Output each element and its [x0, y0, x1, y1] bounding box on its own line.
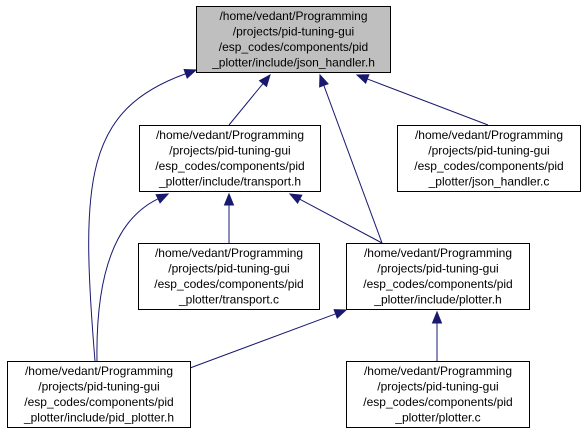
node-json-handler-c-label-line: _plotter/json_handler.c: [428, 175, 550, 189]
node-plotter-c-label-line: /esp_codes/components/pid: [363, 395, 512, 409]
edge-json-handler-c-to-json-handler-h-arrowhead: [355, 74, 370, 85]
node-transport-c[interactable]: /home/vedant/Programming/projects/pid-tu…: [138, 243, 320, 310]
node-transport-c-box[interactable]: [138, 243, 320, 310]
node-pid-plotter-h-label-line: _plotter/include/pid_plotter.h: [23, 411, 174, 425]
edge-pid-plotter-h-to-json-handler-h-line: [88, 73, 186, 362]
node-transport-h-label-line: /home/vedant/Programming: [156, 128, 304, 142]
node-pid-plotter-h[interactable]: /home/vedant/Programming/projects/pid-tu…: [7, 361, 191, 428]
edge-json-handler-c-to-json-handler-h: [355, 74, 489, 126]
edge-transport-h-to-json-handler-h-arrowhead: [258, 73, 271, 88]
node-json-handler-h-label-line: /esp_codes/components/pid: [219, 40, 368, 54]
node-json-handler-h-label-line: _plotter/include/json_handler.h: [211, 56, 375, 70]
edge-pid-plotter-h-to-transport-h: [96, 193, 170, 362]
node-plotter-h-label-line: /projects/pid-tuning-gui: [377, 262, 498, 276]
node-plotter-c[interactable]: /home/vedant/Programming/projects/pid-tu…: [346, 361, 530, 428]
node-json-handler-c-label-line: /esp_codes/components/pid: [414, 159, 563, 173]
edge-pid-plotter-h-to-plotter-h-arrowhead: [333, 309, 348, 319]
node-pid-plotter-h-label-line: /projects/pid-tuning-gui: [38, 380, 159, 394]
node-transport-c-label-line: /home/vedant/Programming: [155, 246, 303, 260]
node-transport-c-label-line: /projects/pid-tuning-gui: [168, 262, 289, 276]
edge-plotter-h-to-transport-h-arrowhead: [288, 193, 303, 205]
nodes-layer: /home/vedant/Programming/projects/pid-tu…: [7, 6, 581, 428]
node-json-handler-c-label-line: /home/vedant/Programming: [415, 128, 563, 142]
node-plotter-h-label-line: /esp_codes/components/pid: [363, 277, 512, 291]
node-plotter-h-box[interactable]: [346, 243, 530, 310]
edges-layer: [88, 68, 489, 369]
node-json-handler-h[interactable]: /home/vedant/Programming/projects/pid-tu…: [196, 6, 391, 73]
edge-transport-c-to-transport-h: [223, 192, 235, 243]
node-json-handler-c-box[interactable]: [397, 125, 581, 192]
node-json-handler-c[interactable]: /home/vedant/Programming/projects/pid-tu…: [397, 125, 581, 192]
edge-pid-plotter-h-to-json-handler-h: [88, 68, 198, 362]
node-transport-h-label-line: /projects/pid-tuning-gui: [169, 144, 290, 158]
edge-plotter-h-to-json-handler-h-arrowhead: [319, 73, 329, 88]
edge-transport-h-to-json-handler-h: [228, 73, 271, 126]
edge-pid-plotter-h-to-json-handler-h-arrowhead: [183, 68, 198, 79]
edge-plotter-h-to-transport-h-line: [299, 198, 383, 244]
edge-pid-plotter-h-to-transport-h-arrowhead: [155, 193, 170, 204]
node-plotter-h-label-line: _plotter/include/plotter.h: [373, 293, 501, 307]
node-plotter-c-label-line: /home/vedant/Programming: [364, 364, 512, 378]
edge-pid-plotter-h-to-transport-h-line: [96, 198, 159, 362]
node-pid-plotter-h-label-line: /home/vedant/Programming: [25, 364, 173, 378]
node-plotter-c-label-line: _plotter/plotter.c: [394, 411, 480, 425]
edge-plotter-h-to-transport-h: [288, 193, 383, 244]
node-json-handler-h-label-line: /home/vedant/Programming: [219, 9, 367, 23]
node-transport-h-label-line: /esp_codes/components/pid: [155, 159, 304, 173]
node-plotter-h[interactable]: /home/vedant/Programming/projects/pid-tu…: [346, 243, 530, 310]
node-json-handler-h-label-line: /projects/pid-tuning-gui: [233, 25, 354, 39]
edge-plotter-h-to-json-handler-h: [319, 73, 383, 244]
node-transport-c-label-line: /esp_codes/components/pid: [154, 277, 303, 291]
node-plotter-c-label-line: /projects/pid-tuning-gui: [377, 380, 498, 394]
edge-json-handler-c-to-json-handler-h-line: [367, 78, 489, 126]
node-plotter-h-label-line: /home/vedant/Programming: [364, 246, 512, 260]
edge-pid-plotter-h-to-plotter-h: [189, 309, 348, 369]
edge-transport-c-to-transport-h-arrowhead: [223, 192, 235, 206]
node-plotter-c-box[interactable]: [346, 361, 530, 428]
node-transport-h-label-line: _plotter/include/transport.h: [158, 175, 301, 189]
edge-pid-plotter-h-to-plotter-h-line: [189, 313, 336, 369]
edge-plotter-h-to-json-handler-h-line: [323, 85, 383, 244]
node-pid-plotter-h-label-line: /esp_codes/components/pid: [24, 395, 173, 409]
node-json-handler-c-label-line: /projects/pid-tuning-gui: [428, 144, 549, 158]
node-json-handler-h-box[interactable]: [196, 6, 391, 73]
node-transport-c-label-line: _plotter/transport.c: [178, 293, 279, 307]
edge-plotter-c-to-plotter-h: [431, 310, 443, 361]
edge-plotter-c-to-plotter-h-arrowhead: [431, 310, 443, 324]
node-transport-h[interactable]: /home/vedant/Programming/projects/pid-tu…: [139, 125, 321, 192]
edge-transport-h-to-json-handler-h-line: [228, 83, 264, 126]
node-pid-plotter-h-box[interactable]: [7, 361, 191, 428]
node-transport-h-box[interactable]: [139, 125, 321, 192]
